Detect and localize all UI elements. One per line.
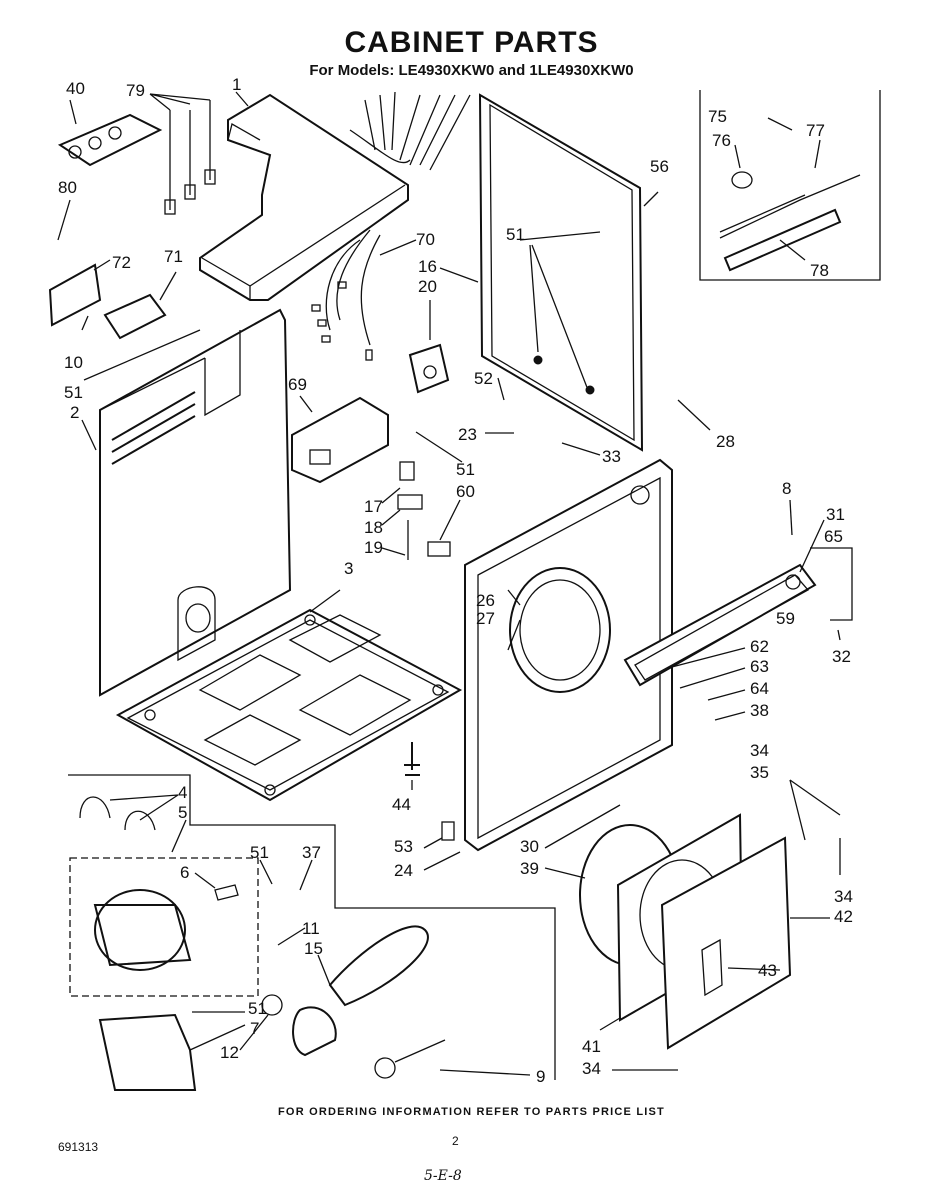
label-69: 69: [288, 375, 307, 394]
label-51-motor: 51: [250, 843, 269, 862]
label-70: 70: [416, 230, 435, 249]
label-41: 41: [582, 1037, 601, 1056]
label-33: 33: [602, 447, 621, 466]
terminal-block: [57, 100, 216, 215]
wiring-harness: [311, 91, 471, 361]
label-71: 71: [164, 247, 183, 266]
leader-lines: [57, 91, 853, 1076]
part-labels: 1 40 79 80 72 71 10 51 2 70 16 20 69 51 …: [58, 75, 853, 1086]
label-79: 79: [126, 81, 145, 100]
label-28: 28: [716, 432, 735, 451]
label-4: 4: [178, 783, 187, 802]
label-51-left: 51: [64, 383, 83, 402]
label-44: 44: [392, 795, 411, 814]
label-53: 53: [394, 837, 413, 856]
exhaust-duct: [291, 396, 389, 484]
label-76: 76: [712, 131, 731, 150]
top-panel: [199, 93, 409, 301]
label-17: 17: [364, 497, 383, 516]
label-11: 11: [302, 919, 320, 938]
label-37: 37: [302, 843, 321, 862]
bracket-and-relay: [48, 263, 167, 340]
label-18: 18: [364, 518, 383, 537]
label-60: 60: [456, 482, 475, 501]
cabinet-base: [115, 608, 463, 802]
label-16: 16: [418, 257, 437, 276]
label-10: 10: [64, 353, 83, 372]
side-panel: [99, 308, 292, 697]
label-12: 12: [220, 1043, 239, 1062]
power-cord-box: [699, 90, 881, 281]
label-3: 3: [344, 559, 353, 578]
page-title: CABINET PARTS: [344, 26, 599, 59]
label-39: 39: [520, 859, 539, 878]
label-24: 24: [394, 861, 413, 880]
label-40: 40: [66, 79, 85, 98]
label-75: 75: [708, 107, 727, 126]
doc-number: 691313: [58, 1140, 99, 1154]
ordering-note: FOR ORDERING INFORMATION REFER TO PARTS …: [278, 1106, 665, 1118]
label-8: 8: [782, 479, 791, 498]
label-26: 26: [476, 591, 495, 610]
belt-and-idler: [261, 742, 455, 1079]
label-51-pulley: 51: [248, 999, 267, 1018]
switches: [397, 343, 451, 560]
page-number: 2: [452, 1134, 459, 1148]
label-51-mid: 51: [456, 460, 475, 479]
label-19: 19: [364, 538, 383, 557]
label-32: 32: [832, 647, 851, 666]
label-30: 30: [520, 837, 539, 856]
door-assembly: [579, 813, 792, 1050]
handwritten-note: 5-E-8: [424, 1168, 462, 1184]
label-77: 77: [806, 121, 825, 140]
label-42: 42: [834, 907, 853, 926]
label-52: 52: [474, 369, 493, 388]
label-64: 64: [750, 679, 769, 698]
label-59: 59: [776, 609, 795, 628]
label-38: 38: [750, 701, 769, 720]
console-panel: [623, 563, 817, 687]
label-34-right: 34: [834, 887, 853, 906]
models-subtitle: For Models: LE4930XKW0 and 1LE4930XKW0: [309, 62, 634, 79]
label-51-rear: 51: [506, 225, 525, 244]
rear-panel: [478, 93, 644, 452]
label-20: 20: [418, 277, 437, 296]
front-panel: [464, 458, 673, 852]
label-63: 63: [750, 657, 769, 676]
label-7: 7: [250, 1019, 259, 1038]
label-1: 1: [232, 75, 241, 94]
label-72: 72: [112, 253, 131, 272]
label-56: 56: [650, 157, 669, 176]
motor-section: [68, 774, 556, 1091]
label-65: 65: [824, 527, 843, 546]
label-34-bottom: 34: [582, 1059, 601, 1078]
label-23: 23: [458, 425, 477, 444]
label-35: 35: [750, 763, 769, 782]
label-2: 2: [70, 403, 79, 422]
label-43: 43: [758, 961, 777, 980]
label-9: 9: [536, 1067, 545, 1086]
label-31: 31: [826, 505, 845, 524]
label-5: 5: [178, 803, 187, 822]
label-78: 78: [810, 261, 829, 280]
label-34-top: 34: [750, 741, 769, 760]
label-62: 62: [750, 637, 769, 656]
label-27: 27: [476, 609, 495, 628]
label-80: 80: [58, 178, 77, 197]
label-6: 6: [180, 863, 189, 882]
label-15: 15: [304, 939, 323, 958]
